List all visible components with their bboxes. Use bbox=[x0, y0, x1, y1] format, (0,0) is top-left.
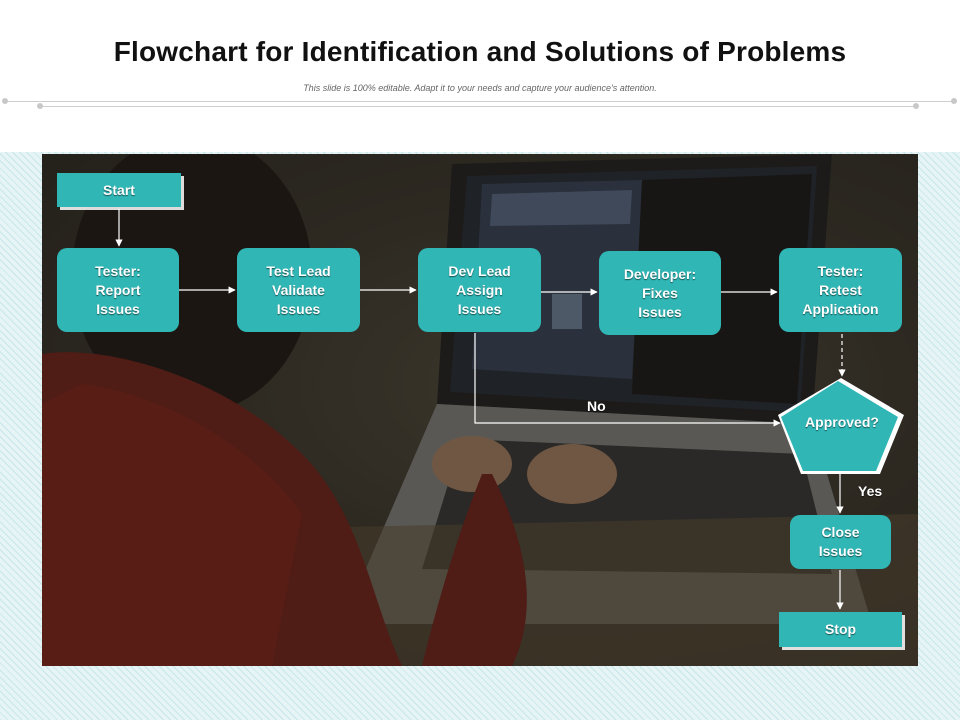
step-line: Issues bbox=[638, 303, 682, 320]
no-label: No bbox=[587, 398, 606, 414]
header-divider-top bbox=[6, 101, 956, 102]
photo-illustration bbox=[42, 154, 918, 666]
step-line: Fixes bbox=[642, 284, 678, 301]
close-line: Issues bbox=[818, 543, 863, 559]
step-line: Application bbox=[802, 301, 879, 317]
yes-label: Yes bbox=[858, 483, 883, 499]
step-line: Issues bbox=[276, 300, 321, 317]
step-line: Dev Lead bbox=[448, 263, 511, 279]
step-report-issues: Tester: Report Issues bbox=[57, 248, 179, 332]
arrow-no-loop bbox=[474, 333, 781, 427]
step-retest-application: Tester: Retest Application bbox=[779, 248, 902, 332]
start-label: Start bbox=[103, 181, 135, 198]
step-line: Developer: bbox=[623, 265, 697, 282]
step-line: Test Lead bbox=[266, 262, 331, 279]
close-issues-node: Close Issues bbox=[790, 515, 891, 569]
header-divider-bottom bbox=[40, 106, 916, 107]
step-line: Tester: bbox=[817, 263, 864, 279]
step-line: Tester: bbox=[95, 262, 141, 279]
step-line: Retest bbox=[819, 282, 862, 298]
start-node: Start bbox=[57, 173, 181, 207]
divider-dot bbox=[913, 103, 919, 109]
decision-shape bbox=[781, 381, 898, 471]
background-photo bbox=[42, 154, 918, 666]
stop-label: Stop bbox=[824, 621, 857, 637]
step-fixes-issues: Developer: Fixes Issues bbox=[599, 251, 721, 335]
step-line: Issues bbox=[96, 300, 140, 317]
divider-dot bbox=[951, 98, 957, 104]
close-line: Close bbox=[821, 524, 860, 540]
step-validate-issues: Test Lead Validate Issues bbox=[237, 248, 360, 332]
step-line: Issues bbox=[457, 301, 502, 317]
decision-label: Approved? bbox=[805, 414, 879, 430]
step-line: Report bbox=[95, 281, 141, 298]
page-title: Flowchart for Identification and Solutio… bbox=[113, 36, 847, 67]
divider-dot bbox=[37, 103, 43, 109]
page-subtitle: This slide is 100% editable. Adapt it to… bbox=[303, 83, 657, 93]
step-assign-issues: Dev Lead Assign Issues bbox=[418, 248, 541, 332]
step-line: Validate bbox=[272, 281, 325, 298]
step-line: Assign bbox=[456, 282, 503, 298]
divider-dot bbox=[2, 98, 8, 104]
stop-node: Stop bbox=[779, 612, 902, 647]
